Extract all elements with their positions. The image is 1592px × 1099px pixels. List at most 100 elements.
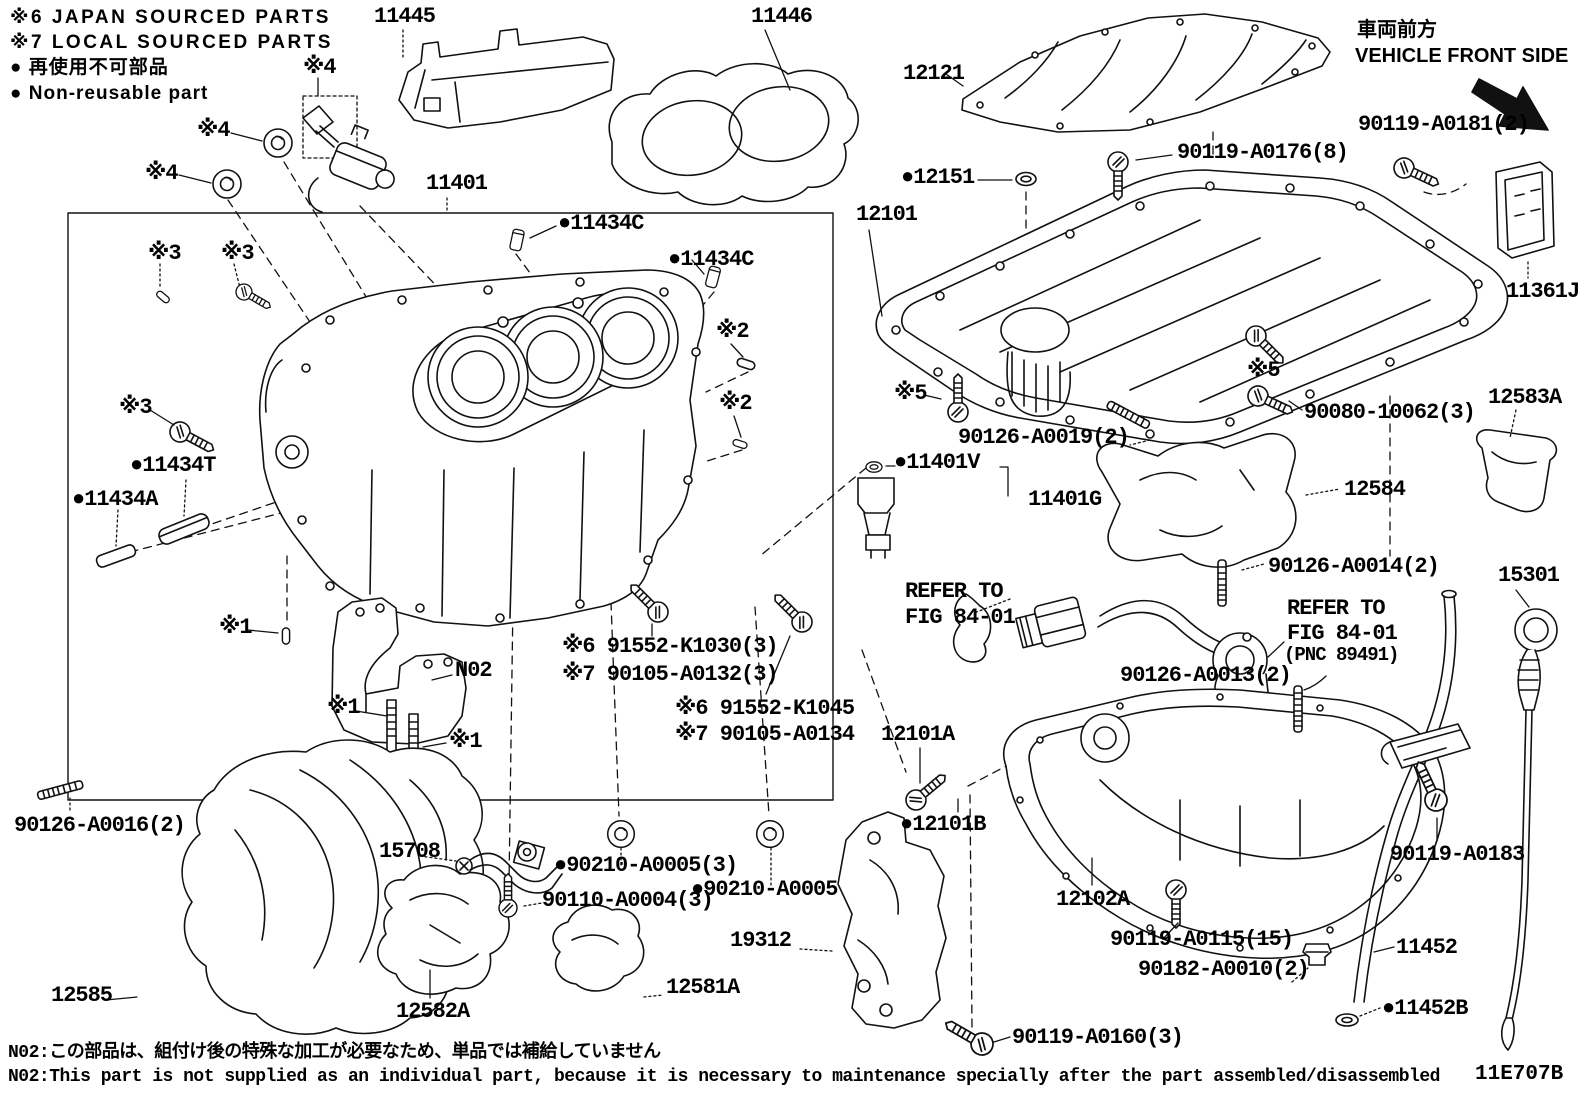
label-2: ※2: [719, 391, 753, 416]
label-12583a: 12583A: [1488, 385, 1562, 410]
part-union-bolt-assembly: [302, 105, 395, 213]
label-5: ※5: [1247, 358, 1281, 383]
legend-japan-sourced: ※6 JAPAN SOURCED PARTS: [10, 7, 331, 28]
part-11361j-plate: [1495, 161, 1555, 259]
bolt-91552-k1045: [767, 587, 817, 637]
oring-12151: [1015, 171, 1037, 187]
label-refer-to: REFER TO: [905, 579, 1004, 604]
stud-90126-a0013: [1293, 685, 1303, 733]
dowel-x1: [281, 627, 291, 645]
oring-11401v: [865, 461, 883, 473]
label-12102a: 12102A: [1056, 887, 1130, 912]
part-11446-insulator: [608, 62, 859, 206]
part-11434t-sleeve: [158, 513, 210, 545]
label-n02: N02: [455, 658, 493, 683]
label-11434c: ●11434C: [558, 211, 644, 236]
label-11445: 11445: [374, 4, 436, 29]
part-n02-bearing-cap-brace: [331, 597, 467, 745]
note-n02-jp: N02:この部品は、組付け後の特殊な加工が必要なため、単品では補給していません: [8, 1043, 661, 1063]
label-12582a: 12582A: [396, 999, 470, 1024]
label-90080-10062-3: 90080-10062(3): [1304, 400, 1476, 425]
label-4: ※4: [303, 55, 337, 80]
label-90119-a0176-8: 90119-A0176(8): [1177, 140, 1349, 165]
label-11434c: ●11434C: [668, 247, 754, 272]
label-12581a: 12581A: [666, 975, 740, 1000]
pin-x3: [154, 289, 172, 305]
label-15301: 15301: [1498, 563, 1560, 588]
part-11434c-sleeve-a: [508, 228, 526, 252]
label-3: ※3: [221, 241, 255, 266]
label-3: ※3: [148, 241, 182, 266]
grommet-90210-a: [606, 819, 636, 849]
part-11452b-gasket: [1335, 1013, 1359, 1027]
label-11401: 11401: [426, 171, 488, 196]
part-12581a-insulator: [552, 904, 645, 992]
part-12101-oil-pan-upper: [875, 169, 1509, 445]
washer-x4-a: [263, 128, 293, 158]
bolt-90119-a0181: [1389, 153, 1444, 194]
label-11434a: ●11434A: [72, 487, 158, 512]
label-5: ※5: [894, 381, 928, 406]
grommet-90210-b: [755, 819, 785, 849]
label-11361j: 11361J: [1506, 279, 1580, 304]
label-12101a: 12101A: [881, 722, 955, 747]
stud-90126-a0016: [36, 779, 85, 801]
legend-nonreusable-en: ● Non-reusable part: [10, 83, 209, 104]
label-3: ※3: [119, 395, 153, 420]
label-90126-a0013-2: 90126-A0013(2): [1120, 663, 1292, 688]
label-90126-a0014-2: 90126-A0014(2): [1268, 554, 1440, 579]
label-1: ※1: [327, 695, 361, 720]
legend-local-sourced: ※7 LOCAL SOURCED PARTS: [10, 32, 333, 53]
label-7-90105-a0134: ※7 90105-A0134: [675, 722, 855, 747]
label-90110-a0004-3: 90110-A0004(3): [542, 888, 714, 913]
part-15301-dipstick: [1500, 608, 1558, 1051]
label-90210-a0005: ●90210-A0005: [691, 877, 838, 902]
part-19312-bracket: [837, 811, 947, 1029]
bolt-90119-a0160: [939, 1012, 998, 1060]
part-12583a-insulator: [1475, 429, 1558, 513]
label-11401g: 11401G: [1028, 487, 1102, 512]
label-12121: 12121: [903, 61, 965, 86]
label-90126-a0019-2: 90126-A0019(2): [958, 425, 1130, 450]
label-12101: 12101: [856, 202, 918, 227]
bolt-90110-a0004: [498, 873, 518, 918]
label-15708: 15708: [379, 839, 441, 864]
label-4: ※4: [145, 161, 179, 186]
label-11452b: ●11452B: [1382, 996, 1468, 1021]
bolt-x3-a: [232, 280, 275, 315]
label-90119-a0183: 90119-A0183: [1390, 842, 1525, 867]
label-6-91552-k1030-3: ※6 91552-K1030(3): [562, 634, 779, 659]
part-12584-insulator: [1096, 432, 1297, 568]
part-11445-insulator: [398, 28, 615, 129]
label-90119-a0160-3: 90119-A0160(3): [1012, 1025, 1184, 1050]
label-90119-a0181-2: 90119-A0181(2): [1358, 112, 1530, 137]
label-2: ※2: [716, 319, 750, 344]
dotted-leader-lines: [69, 29, 1529, 1017]
label-90210-a0005-3: ●90210-A0005(3): [554, 853, 738, 878]
label-4: ※4: [197, 118, 231, 143]
label-7-90105-a0132-3: ※7 90105-A0132(3): [562, 662, 779, 687]
figure-code: 11E707B: [1475, 1063, 1564, 1086]
part-12121-baffle-plate: [961, 13, 1331, 133]
dowel-x2-b: [731, 438, 749, 450]
washer-x4-b: [212, 169, 242, 199]
plug-90182-a0010: [1302, 943, 1332, 966]
part-11452-guide-tube: [1353, 589, 1471, 1003]
label-12584: 12584: [1344, 477, 1406, 502]
label-1: ※1: [449, 729, 483, 754]
dowel-x2-a: [735, 356, 757, 372]
legend-nonreusable-jp: ● 再使用不可部品: [10, 57, 169, 78]
label-fig-84-01: FIG 84-01: [905, 605, 1016, 630]
bolt-12101a: [901, 767, 953, 815]
label-12151: ●12151: [901, 165, 975, 190]
label-1: ※1: [219, 615, 253, 640]
label-90182-a0010-2: 90182-A0010(2): [1138, 957, 1310, 982]
vehicle-front-arrow-icon: [1471, 78, 1549, 131]
label-90126-a0016-2: 90126-A0016(2): [14, 813, 186, 838]
orientation-en: VEHICLE FRONT SIDE: [1355, 45, 1569, 67]
label-11434t: ●11434T: [130, 453, 216, 478]
stud-90126-a0014: [1217, 559, 1227, 607]
part-15708-oil-nozzle: [455, 840, 563, 894]
